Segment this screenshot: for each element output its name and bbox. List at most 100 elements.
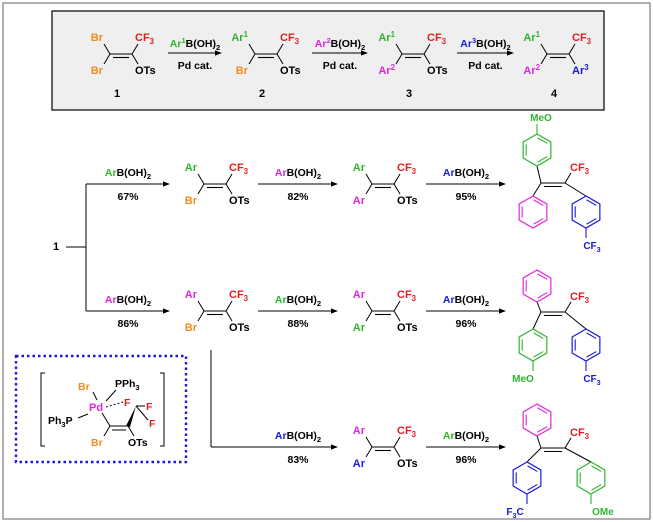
cmpd-3-bond-bl <box>395 53 403 65</box>
row2-product-bond-br <box>564 311 587 330</box>
pd-f-agostic-bond <box>105 401 124 408</box>
row1-reagent-1: ArB(OH)2 <box>105 167 151 181</box>
row1-int-2-bond-tl <box>365 173 373 185</box>
cmpd-2-bond-tr <box>276 43 284 55</box>
row3-product-bond-bl <box>526 447 542 463</box>
row2-product-br-sub: CF3 <box>583 374 600 387</box>
row3-int-1-top-left: Ar <box>353 425 366 437</box>
row1-yield-2: 82% <box>287 191 309 203</box>
top-arrow-3-head <box>507 50 514 56</box>
row1-product-ring-top <box>522 133 552 167</box>
cmpd-1-bottom-left: Br <box>91 65 104 77</box>
row1-int-2-bottom-left: Ar <box>353 195 366 207</box>
row3-product-ring-bl-inner-bond <box>527 484 538 491</box>
cmpd-3-cf3: CF3 <box>427 32 447 46</box>
row2-int-2-cf3: CF3 <box>397 289 417 303</box>
row2-product-bond-top <box>536 301 542 313</box>
cmpd-2-ots: OTs <box>280 65 301 77</box>
row3-product-ring-bl-inner-bond <box>527 465 538 472</box>
row1-product-ring-bl <box>518 195 548 229</box>
compound-number-2: 2 <box>259 88 265 100</box>
cmpd-4-bond-br <box>568 53 576 65</box>
row1-product-ring-br-inner-bond <box>586 218 597 225</box>
row2-yield-3: 96% <box>455 318 477 330</box>
row2-int-2-top-left: Ar <box>353 289 366 301</box>
top-arrow-1-head <box>215 50 222 56</box>
row3-product-bond-br <box>564 447 592 463</box>
row2-int-1-bond-br <box>225 310 233 322</box>
row1-product-cf3: CF3 <box>570 162 590 176</box>
pd-pph3-bond <box>77 413 89 419</box>
row1-int-2-bond-tr <box>393 173 401 185</box>
row2-yield-2: 88% <box>287 318 309 330</box>
row3-reagent-1: ArB(OH)2 <box>275 430 321 444</box>
top-reagent-2: Ar2B(OH)2 <box>315 36 365 52</box>
cmpd-1-top-left: Br <box>91 32 104 44</box>
row1-product-br-sub: CF3 <box>583 241 600 254</box>
pd-center: Pd <box>89 402 103 414</box>
row1-product-bond-bl <box>532 182 542 197</box>
pd-cf-bond-2 <box>135 405 149 421</box>
row2-int-1-bottom-left: Br <box>185 322 198 334</box>
row1-int-2-ots: OTs <box>397 195 418 207</box>
row3-product-ring-top <box>522 403 552 437</box>
pd-br-vinyl: Br <box>91 437 103 449</box>
row1-int-1-top-left: Ar <box>185 162 198 174</box>
row3-product-ring-top-inner-bond <box>537 426 548 433</box>
row3-product-bl-sub: F3C <box>506 507 523 520</box>
row2-product-bond-cf3 <box>564 301 572 313</box>
row2-product-ring-top <box>522 269 552 303</box>
pd-pph3-left: Ph3P <box>48 415 73 429</box>
row2-int-2-bottom-left: Ar <box>353 322 366 334</box>
start-compound-1: 1 <box>53 241 59 253</box>
row2-int-1-ots: OTs <box>229 322 250 334</box>
row1-int-1-bottom-left: Br <box>185 195 198 207</box>
row3-int-1-bond-br <box>393 446 401 458</box>
row2-int-2-ots: OTs <box>397 322 418 334</box>
row3-product-ring-br-inner-bond <box>591 465 602 472</box>
row2-int-2-bond-tr <box>393 300 401 312</box>
row1-reagent-3: ArB(OH)2 <box>443 167 489 181</box>
cmpd-1-ots: OTs <box>135 65 156 77</box>
pd-ots-bond <box>127 425 135 437</box>
cmpd-2-bond-bl <box>248 53 256 65</box>
row3-int-1-ots: OTs <box>397 458 418 470</box>
row3-int-1-bond-tr <box>393 436 401 448</box>
row3-reagent-2: ArB(OH)2 <box>443 430 489 444</box>
pd-wedge-bond <box>126 406 136 427</box>
row1-product-top-sub: MeO <box>530 113 552 124</box>
row3-int-1-bond-bl <box>365 446 373 458</box>
pd-f-2: F <box>146 401 153 413</box>
cmpd-1-cf3: CF3 <box>135 32 155 46</box>
top-catalyst-3: Pd cat. <box>468 60 503 72</box>
row1-arrow-2-head <box>331 181 338 187</box>
row1-product-bond-br <box>564 182 587 197</box>
row2-product-ring-br-inner-bond <box>586 351 597 358</box>
row3-int-1-cf3: CF3 <box>397 425 417 439</box>
row2-int-2-bond-br <box>393 310 401 322</box>
left-bracket <box>40 372 45 447</box>
top-catalyst-1: Pd cat. <box>178 60 213 72</box>
row3-product-ring-br-inner-bond <box>591 484 602 491</box>
cmpd-3-bond-br <box>423 53 431 65</box>
row2-int-2-bond-bl <box>365 310 373 322</box>
row2-int-2-bond-tl <box>365 300 373 312</box>
cmpd-2-top-left: Ar1 <box>231 30 248 44</box>
cmpd-3-top-left: Ar1 <box>378 30 395 44</box>
row1-int-2-bond-bl <box>365 183 373 195</box>
compound-number-4: 4 <box>551 88 558 100</box>
row3-arrow-2-head <box>499 444 506 450</box>
compound-number-1: 1 <box>114 88 120 100</box>
row1-product-ring-bl-inner-bond <box>533 199 544 206</box>
row2-int-1-top-left: Ar <box>185 289 198 301</box>
cmpd-3-bottom-left: Ar2 <box>378 63 395 77</box>
row2-product-ring-top-inner-bond <box>537 273 548 280</box>
row2-product-ring-bl-inner-bond <box>533 351 544 358</box>
cmpd-4-top-left: Ar1 <box>523 30 540 44</box>
row2-reagent-2: ArB(OH)2 <box>275 294 321 308</box>
row1-int-2-cf3: CF3 <box>397 162 417 176</box>
